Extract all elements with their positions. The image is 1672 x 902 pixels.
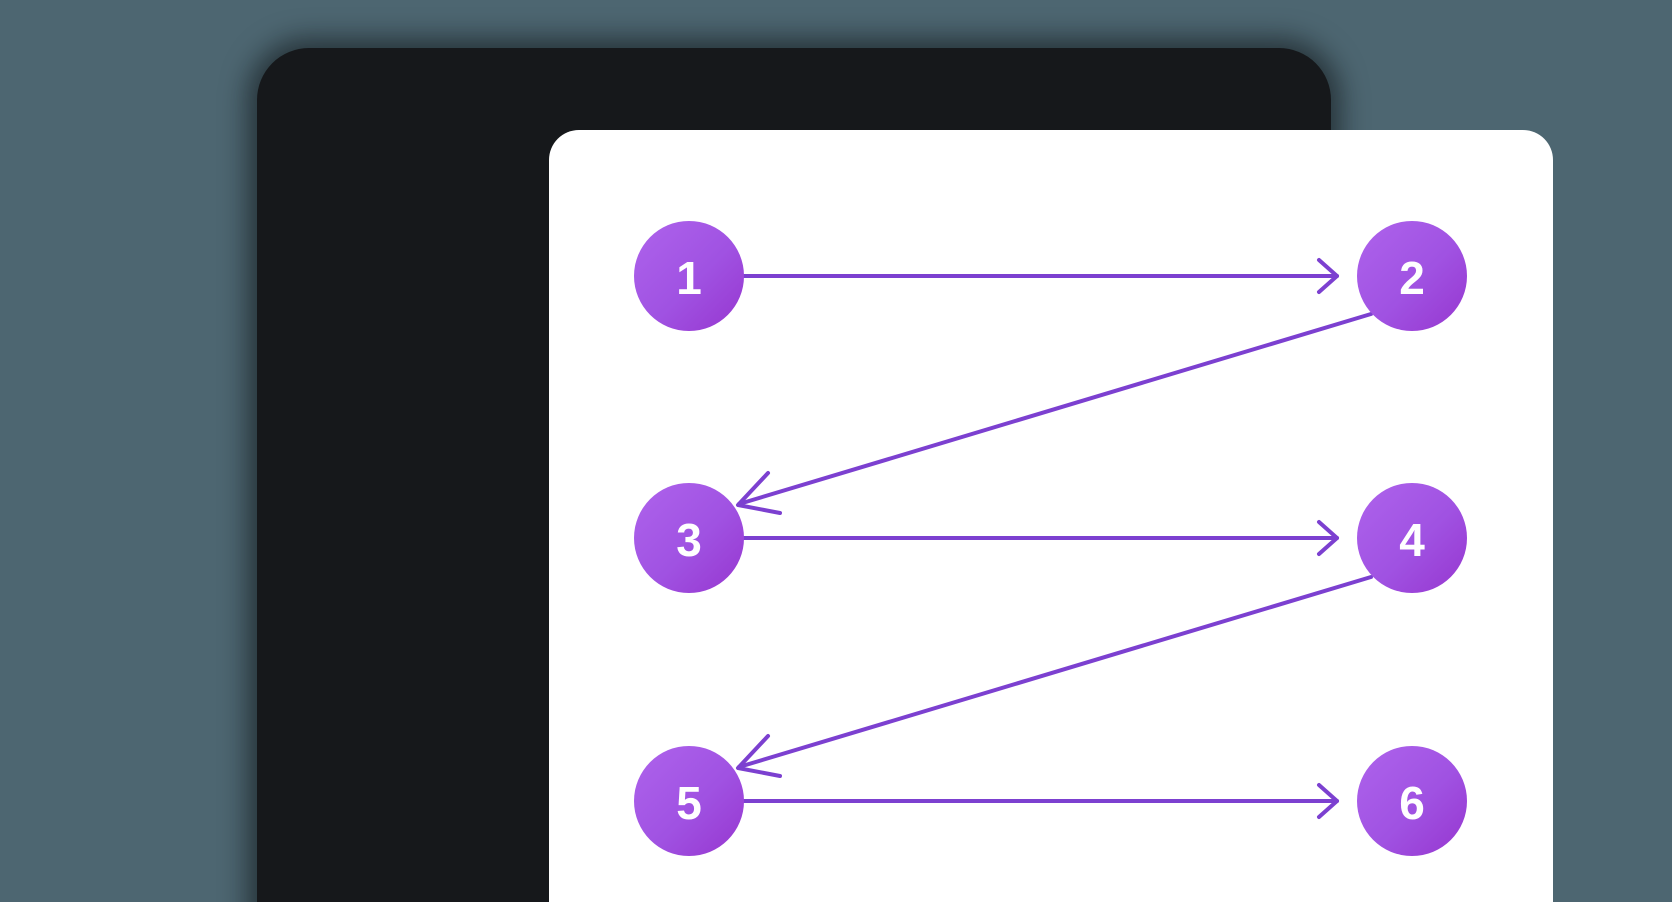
node-4-label: 4 bbox=[1399, 514, 1425, 566]
node-1[interactable]: 1 bbox=[634, 221, 744, 331]
edge-1-to-2-arrowhead bbox=[1317, 258, 1339, 294]
node-6-circle[interactable] bbox=[1357, 746, 1467, 856]
device-screen: 1 2 3 4 bbox=[549, 130, 1553, 902]
node-group: 1 2 3 4 bbox=[634, 221, 1467, 856]
node-3[interactable]: 3 bbox=[634, 483, 744, 593]
node-4-circle[interactable] bbox=[1357, 483, 1467, 593]
edge-4-to-5-shaft bbox=[737, 575, 1373, 769]
node-3-circle[interactable] bbox=[634, 483, 744, 593]
node-1-label: 1 bbox=[676, 252, 702, 304]
node-4[interactable]: 4 bbox=[1357, 483, 1467, 593]
edge-2-to-3-shaft bbox=[737, 312, 1373, 506]
edge-4-to-5 bbox=[736, 575, 1373, 778]
node-2[interactable]: 2 bbox=[1357, 221, 1467, 331]
device-frame: 1 2 3 4 bbox=[257, 48, 1553, 902]
edge-5-to-6 bbox=[725, 783, 1339, 819]
node-2-label: 2 bbox=[1399, 252, 1425, 304]
edge-group bbox=[725, 258, 1373, 819]
node-2-circle[interactable] bbox=[1357, 221, 1467, 331]
edge-2-to-3-arrowhead bbox=[736, 471, 782, 515]
node-6[interactable]: 6 bbox=[1357, 746, 1467, 856]
node-5-circle[interactable] bbox=[634, 746, 744, 856]
edge-4-to-5-arrowhead bbox=[736, 734, 782, 778]
edge-3-to-4 bbox=[725, 520, 1339, 556]
node-5[interactable]: 5 bbox=[634, 746, 744, 856]
node-6-label: 6 bbox=[1399, 777, 1425, 829]
node-flow-diagram: 1 2 3 4 bbox=[634, 221, 1467, 856]
edge-5-to-6-arrowhead bbox=[1317, 783, 1339, 819]
node-1-circle[interactable] bbox=[634, 221, 744, 331]
edge-2-to-3 bbox=[736, 312, 1373, 515]
node-3-label: 3 bbox=[676, 514, 702, 566]
edge-3-to-4-arrowhead bbox=[1317, 520, 1339, 556]
edge-1-to-2 bbox=[725, 258, 1339, 294]
node-5-label: 5 bbox=[676, 777, 702, 829]
